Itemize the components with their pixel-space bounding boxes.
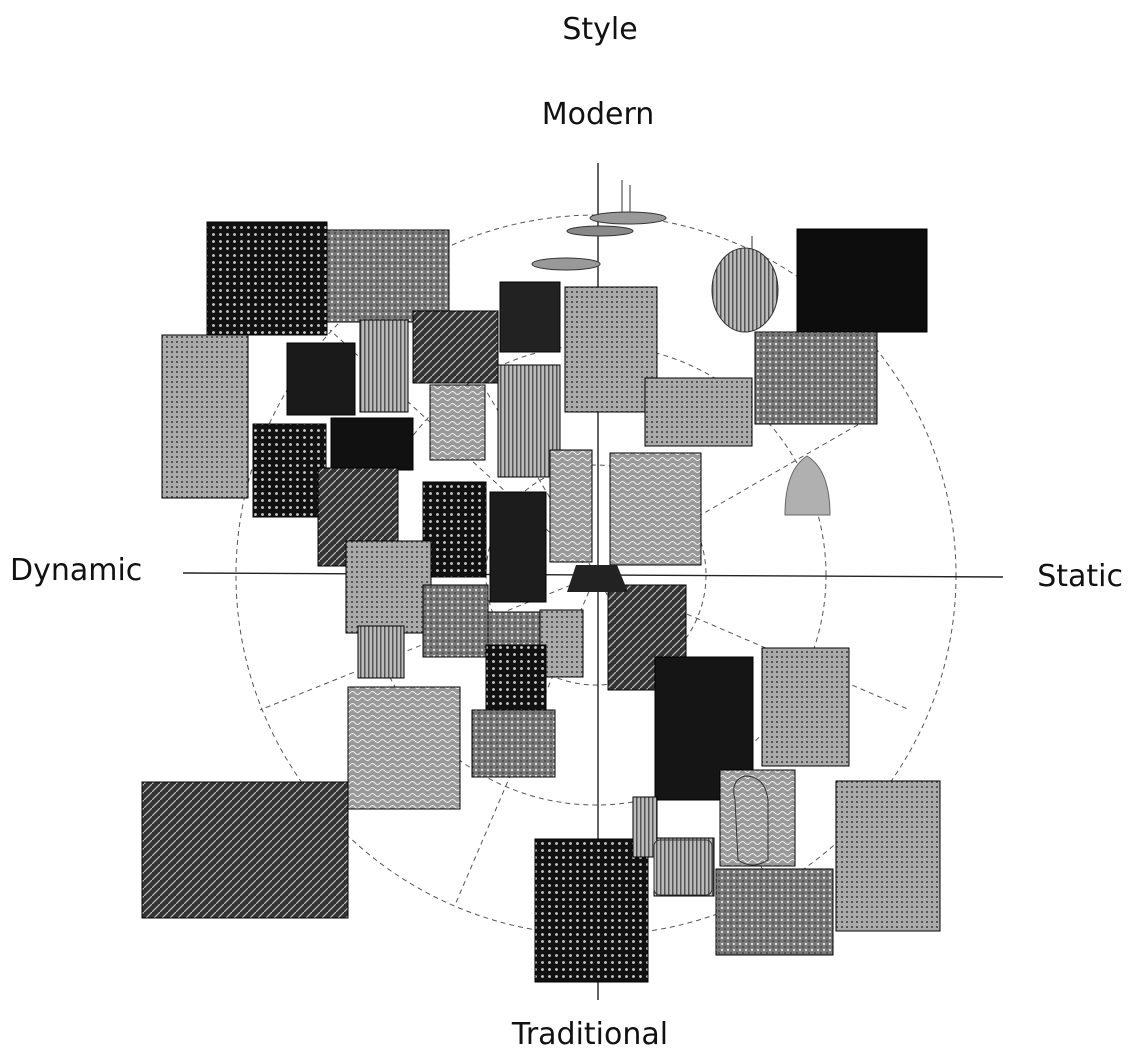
photo-thumbnail [206, 221, 328, 336]
photo-thumbnail [632, 796, 658, 858]
photo-thumbnail [359, 319, 409, 413]
photo-thumbnail [141, 781, 349, 919]
photo-thumbnail [499, 281, 561, 353]
pendant-lamp-icon [589, 211, 667, 225]
photo-collage [141, 221, 941, 983]
axis-label-dynamic: Dynamic [10, 553, 143, 588]
photo-thumbnail [609, 452, 702, 566]
photo-thumbnail [796, 228, 928, 333]
photo-thumbnail [422, 481, 487, 578]
photo-thumbnail [347, 686, 461, 810]
spoke [454, 574, 597, 906]
photo-thumbnail [489, 491, 547, 603]
photo-thumbnail [345, 540, 432, 634]
photo-thumbnail [286, 342, 356, 416]
pendant-lamp-icon [531, 257, 601, 271]
photo-thumbnail [412, 310, 499, 384]
axis-label-modern: Modern [541, 97, 655, 132]
photo-thumbnail [835, 780, 941, 932]
photo-thumbnail [330, 417, 414, 471]
photo-thumbnail [761, 647, 850, 767]
photo-thumbnail [497, 364, 561, 478]
axis-label-static: Static [1037, 559, 1123, 594]
pendant-lamp-icon [733, 775, 769, 866]
photo-thumbnail [485, 644, 547, 711]
photo-thumbnail [754, 331, 878, 425]
photo-thumbnail [357, 625, 405, 679]
photo-thumbnail [252, 423, 327, 518]
axis-label-traditional: Traditional [511, 1017, 669, 1052]
photo-thumbnail [326, 229, 450, 323]
pendant-lamp-icon [711, 247, 779, 333]
photo-thumbnail [549, 449, 593, 563]
photo-thumbnail [471, 709, 556, 778]
photo-thumbnail [429, 384, 486, 461]
lamp-cutouts [531, 180, 831, 896]
pendant-lamp-icon [653, 839, 713, 896]
pendant-lamp-icon [566, 225, 634, 237]
photo-thumbnail [564, 286, 658, 413]
photo-thumbnail [422, 584, 489, 658]
diagram-title: Style [562, 12, 638, 47]
photo-thumbnail [534, 838, 649, 983]
pendant-lamp-icon [784, 455, 831, 516]
photo-thumbnail [539, 609, 584, 678]
photo-thumbnail [715, 868, 834, 956]
photo-thumbnail [161, 334, 249, 499]
pendant-lamp-icon [567, 565, 628, 592]
photo-thumbnail [644, 377, 753, 447]
